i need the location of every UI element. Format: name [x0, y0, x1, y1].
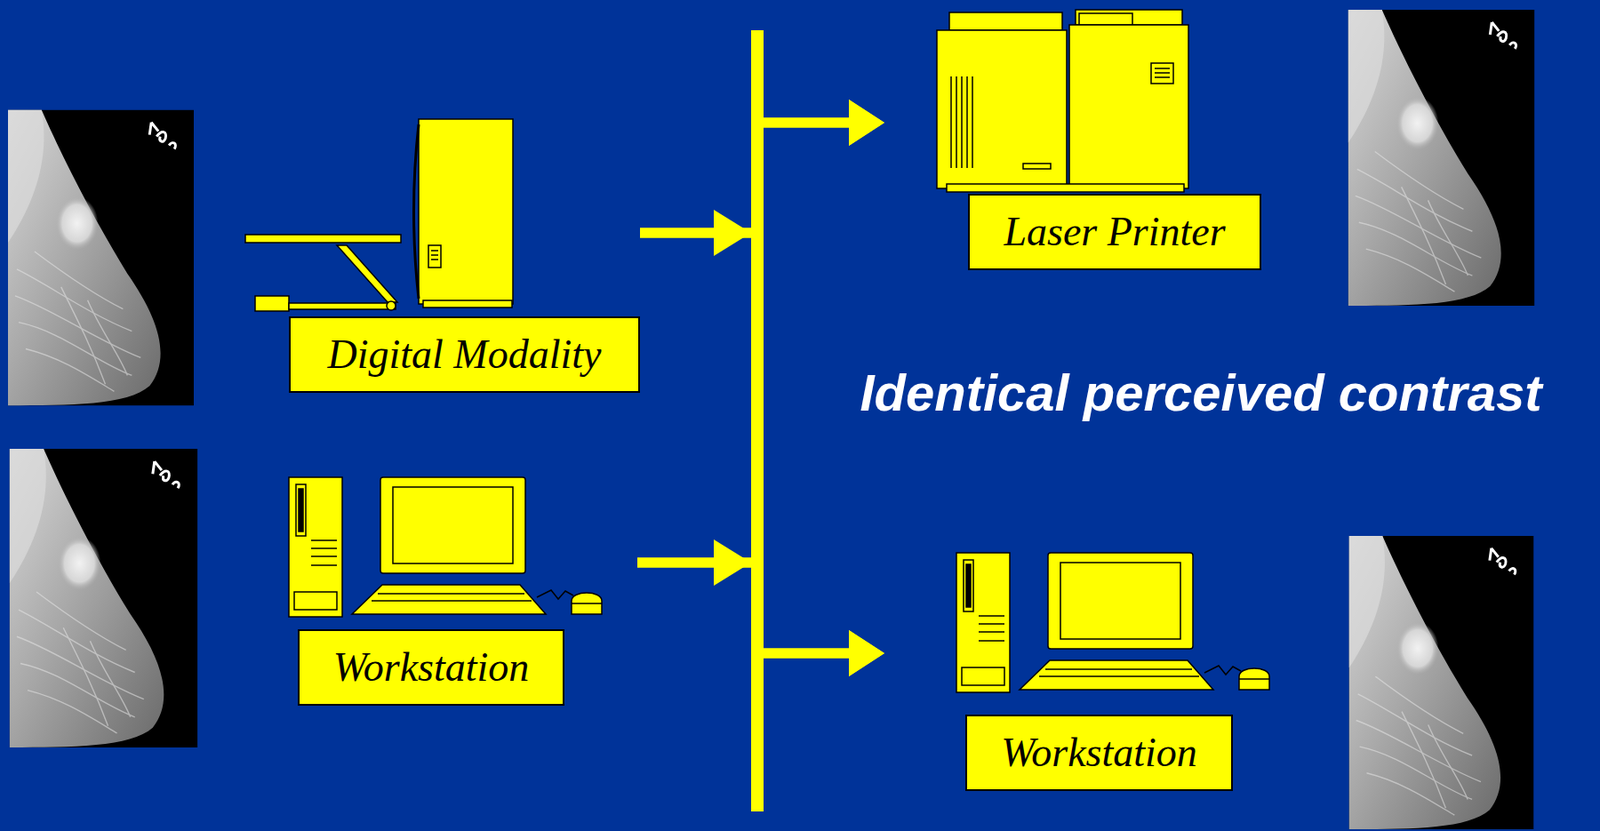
connector-line [640, 232, 849, 654]
printer-icon [936, 9, 1189, 192]
connector-line [637, 562, 849, 654]
mammogram-image [1348, 9, 1535, 306]
heading-note: Identical perceived contrast [859, 364, 1542, 422]
connector-line [640, 122, 849, 233]
modality-icon [245, 119, 513, 312]
bus-connector [637, 562, 885, 677]
device-label: Workstation [333, 647, 530, 688]
label-box: Workstation [297, 629, 565, 706]
connector-line [637, 122, 849, 563]
device-node: Workstation [884, 552, 1257, 792]
device-node: Laser Printer [884, 9, 1262, 271]
device-label: Workstation [1000, 732, 1198, 774]
device-label: Laser Printer [1003, 211, 1225, 253]
arrowhead [848, 99, 885, 146]
mammogram-image [1349, 536, 1534, 830]
workstation-icon [956, 552, 1270, 693]
label-box: Laser Printer [968, 193, 1262, 271]
mammogram-image [9, 448, 198, 748]
mammogram-image [8, 110, 194, 406]
workstation-icon [288, 477, 602, 617]
arrowhead [848, 630, 885, 677]
bus-connector [637, 99, 885, 563]
label-box: Workstation [965, 714, 1233, 792]
device-node: Digital Modality [245, 118, 640, 393]
arrowhead [848, 630, 885, 677]
device-node: Workstation [288, 477, 638, 706]
arrowhead [848, 99, 885, 146]
device-label: Digital Modality [328, 334, 602, 376]
label-box: Digital Modality [288, 316, 640, 393]
